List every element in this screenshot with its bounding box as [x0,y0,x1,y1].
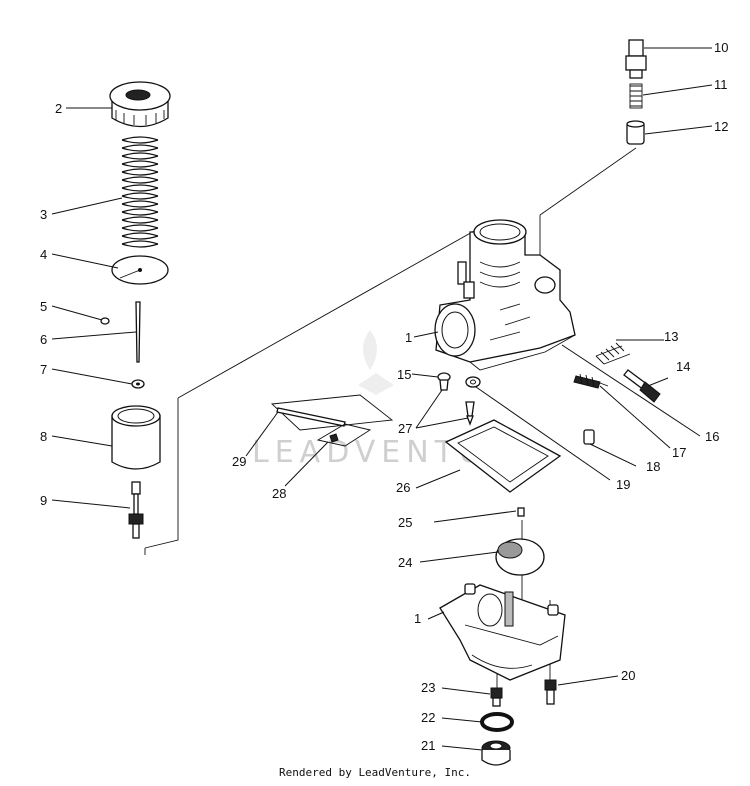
part-27-pilot-jet [465,401,475,426]
part-26-gasket [444,419,562,493]
callout-28: 28 [272,486,286,501]
part-14-screw [623,369,661,403]
callout-4: 4 [40,247,47,262]
callout-11: 11 [714,77,728,92]
part-28-float-arm [316,423,372,447]
part-9-jet [128,481,144,539]
part-13-spring [595,342,631,365]
callout-19: 19 [616,477,630,492]
callout-7: 7 [40,362,47,377]
callout-10: 10 [714,40,728,55]
callout-6: 6 [40,332,47,347]
callout-9: 9 [40,493,47,508]
callout-20: 20 [621,668,635,683]
part-18-plug [583,429,595,445]
part-24-float [495,538,545,576]
callout-12: 12 [714,119,728,134]
callout-2: 2 [55,101,62,116]
callout-14: 14 [676,359,690,374]
part-11-spring [629,83,643,109]
callout-3: 3 [40,207,47,222]
part-4-plate [111,255,169,285]
part-5-clip [100,317,110,325]
callout-17: 17 [672,445,686,460]
part-6-needle [135,301,141,363]
part-29-float-pin [276,407,346,427]
callout-22: 22 [421,710,435,725]
part-21-plug [481,740,511,766]
callout-15: 15 [397,367,411,382]
part-23-screw [490,687,503,707]
part-22-o-ring [480,712,514,732]
callout-26: 26 [396,480,410,495]
leader-lines [51,47,713,751]
callout-1-body: 1 [405,330,412,345]
assembly-lines [144,147,637,690]
part-19-washer [465,376,481,388]
part-25-needle-valve [517,507,525,517]
part-10-fitting [625,39,647,79]
part-17-mixture-screw [573,373,609,389]
callouts: 10 11 12 2 3 4 5 6 7 8 9 1 13 14 15 16 1… [40,40,728,753]
part-20-drain-screw [544,679,557,705]
part-2-top-cap [109,81,171,128]
watermark-logo [358,330,394,395]
part-3-spring [121,136,159,248]
part-1-carburetor-body [434,219,576,371]
callout-1-bowl: 1 [414,611,421,626]
part-1-float-bowl [439,583,566,681]
callout-29: 29 [232,454,246,469]
part-8-slide [111,405,161,470]
part-15-main-jet [437,372,451,391]
callout-13: 13 [664,329,678,344]
part-7-washer [131,379,145,389]
callout-5: 5 [40,299,47,314]
callout-25: 25 [398,515,412,530]
part-12-cap [626,120,645,145]
callout-23: 23 [421,680,435,695]
callout-18: 18 [646,459,660,474]
callout-27: 27 [398,421,412,436]
callout-16: 16 [705,429,719,444]
footer-credit: Rendered by LeadVenture, Inc. [278,766,472,779]
callout-21: 21 [421,738,435,753]
callout-24: 24 [398,555,412,570]
callout-8: 8 [40,429,47,444]
